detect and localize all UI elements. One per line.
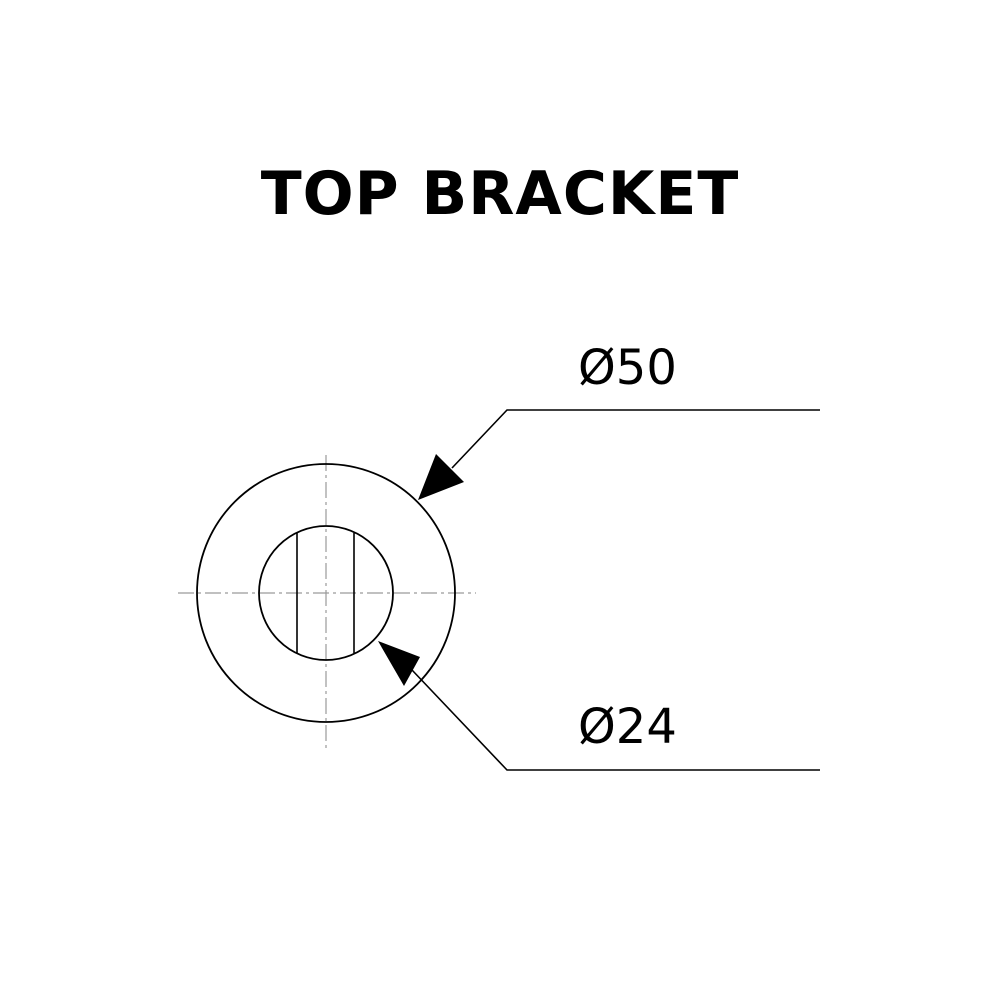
inner-leader-line [411,669,820,771]
outer-diameter-label: Ø50 [578,340,677,396]
outer-diameter-leader [451,409,820,469]
inner-diameter-leader [411,669,820,771]
inner-arrowhead [378,641,420,686]
drawing-title: TOP BRACKET [260,159,740,229]
bore-lines [296,533,355,653]
outer-leader-line [451,409,820,469]
outer-arrowhead [418,454,464,500]
inner-circle [258,525,394,661]
inner-diameter-label: Ø24 [578,699,677,755]
center-lines [178,455,476,748]
outer-circle [196,463,456,723]
